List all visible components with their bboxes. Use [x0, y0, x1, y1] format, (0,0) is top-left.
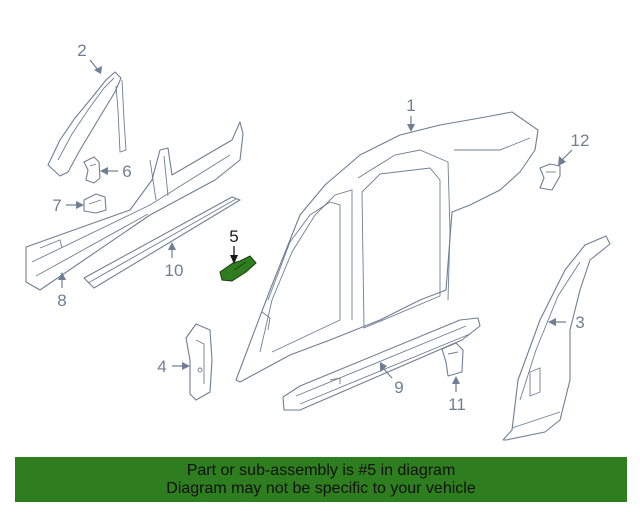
callout-1: 1: [406, 96, 415, 115]
callout-8: 8: [57, 291, 66, 310]
part-4-bracket[interactable]: [185, 323, 213, 401]
callout-4: 4: [157, 357, 166, 376]
callout-10: 10: [165, 261, 184, 280]
callout-leaders: [58, 59, 573, 392]
callout-3: 3: [575, 313, 584, 332]
part-3-rear-pillar[interactable]: [502, 235, 611, 441]
callout-12: 12: [571, 131, 590, 150]
part-6-bracket[interactable]: [83, 156, 101, 184]
callout-5: 5: [229, 227, 238, 246]
parts-diagram: 1 2 3 4 5 6 7 8 9 10 11 12: [25, 41, 611, 441]
callout-6: 6: [122, 162, 131, 181]
callout-7: 7: [52, 196, 61, 215]
part-8-outer-panel[interactable]: [25, 121, 244, 291]
callout-2: 2: [77, 41, 86, 60]
part-7-bracket[interactable]: [83, 193, 107, 214]
banner-line-2: Diagram may not be specific to your vehi…: [166, 479, 476, 497]
part-5-highlighted-bracket[interactable]: [219, 255, 257, 282]
banner-line-1: Part or sub-assembly is #5 in diagram: [186, 461, 456, 479]
callout-9: 9: [394, 378, 403, 397]
part-12-bracket[interactable]: [539, 163, 561, 191]
part-info-banner: Part or sub-assembly is #5 in diagram Di…: [15, 457, 627, 502]
callout-5-leader: [230, 246, 238, 264]
part-11-bracket[interactable]: [441, 342, 464, 377]
callout-11: 11: [448, 395, 466, 414]
part-1-body-side-frame[interactable]: [235, 111, 539, 383]
part-2-a-pillar[interactable]: [47, 71, 127, 177]
part-10-rocker-strip[interactable]: [83, 196, 241, 289]
